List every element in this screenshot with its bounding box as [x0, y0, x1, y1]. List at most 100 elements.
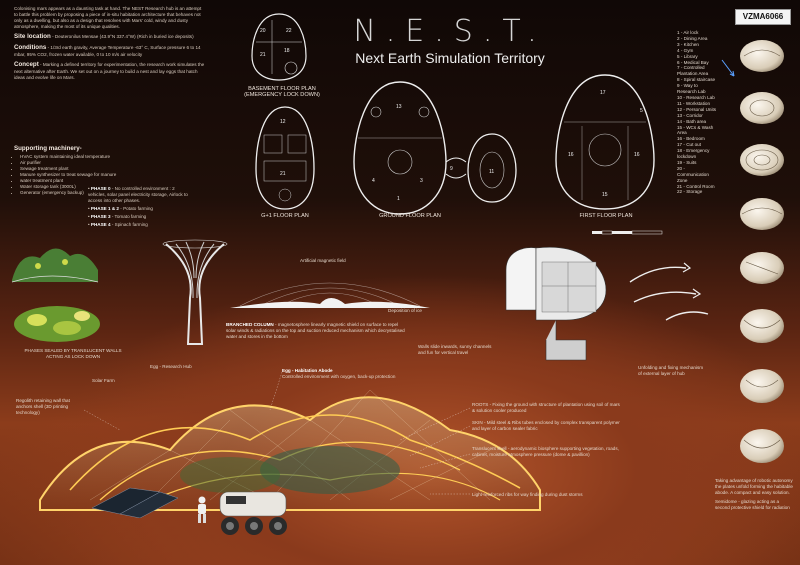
legend-item: 20 -: [677, 165, 685, 171]
roots-note: ROOTS - Fixing the ground with structure…: [472, 402, 620, 413]
legend-item: 12 - Personal Units: [677, 106, 717, 112]
translucent-note: Translucent shell - aerodynamic biospher…: [472, 446, 619, 457]
legend-item: 4 - Gym: [677, 47, 694, 53]
concept: Concept - Marking a defined territory fo…: [14, 61, 205, 80]
egg-shell-stage: [740, 369, 784, 403]
machinery-heading: Supporting machinery-: [14, 145, 82, 152]
phase-item: • PHASE 1 & 2 - Potato farming: [88, 206, 153, 211]
egg-shell-stage: [740, 198, 784, 230]
machinery-item: water treatment plant: [20, 178, 184, 184]
legend-item: 5 - Library: [677, 53, 698, 59]
scale-bar: [592, 230, 663, 235]
g1-plan: 12 21: [254, 105, 316, 211]
legend-item: 9 - Way to: [677, 83, 698, 89]
legend-item: 22 - Storage: [677, 189, 703, 195]
robotic-note: Taking advantage of robotic autonomy the…: [715, 478, 793, 495]
legend-item: Area: [677, 130, 687, 136]
first-plan: 17 16 16 15 5: [552, 72, 658, 212]
machinery-item: Manure synthesizer to treat sewage for m…: [20, 172, 184, 178]
entry-code-badge: VZMA6066: [735, 9, 791, 25]
basement-plan-label: BASEMENT FLOOR PLAN (EMERGENCY LOCK DOWN…: [244, 86, 320, 98]
egg-shell-stage: [740, 429, 784, 463]
svg-text:5: 5: [640, 108, 643, 114]
svg-text:1: 1: [397, 196, 400, 202]
phases-sealed-label: PHASES SEALED BY TRANSLUCENT WALLS ACTIN…: [24, 348, 122, 359]
phase-diagram-top: [11, 248, 99, 283]
phase-item: • PHASE 4 - Spinach farming: [88, 222, 148, 227]
egg-shell-stage: [740, 309, 784, 343]
legend-item: Plantation Area: [677, 71, 709, 77]
site-location: Site location - Deuteronilus Mensae (43.…: [14, 33, 194, 40]
branched-column-note: BRANCHED COLUMN - magnetosphere linearly…: [226, 322, 405, 339]
machinery-item: Sewage treatment plant: [20, 166, 184, 172]
first-plan-label: FIRST FLOOR PLAN: [579, 213, 633, 219]
machinery-item: Air purifier: [20, 160, 184, 166]
magnetic-field-label: Artificial magnetic field: [300, 258, 346, 263]
svg-text:21: 21: [260, 52, 266, 58]
legend-item: 2 - Dining Area: [677, 35, 708, 41]
phases-list: • PHASE 0 - No controlled environment : …: [88, 186, 190, 230]
egg-shell-stage: [740, 92, 784, 124]
legend-item: Zone: [677, 177, 688, 183]
machinery-list: Supporting machinery- HVAC system mainta…: [14, 145, 184, 196]
skin-note: SKIN - Mild steel & Ribs tubes enclosed …: [472, 420, 620, 431]
legend-item: lockdown: [677, 154, 697, 160]
egg-section-cutaway: [505, 246, 607, 361]
legend-item: 14 - Bath area: [677, 118, 707, 124]
basement-plan: 20 21 18 22: [250, 12, 308, 82]
legend-item: 7 - Controlled: [677, 65, 705, 71]
legend-item: 19 - Suits: [677, 159, 697, 165]
phase-diagram-bottom: [14, 306, 100, 342]
unfold-arrows: [629, 262, 709, 321]
svg-text:21: 21: [280, 171, 286, 177]
egg-unfold-sequence: [740, 40, 784, 463]
branched-column-diagram: [162, 239, 228, 345]
svg-text:22: 22: [286, 28, 292, 34]
phase-item: • PHASE 3 - Tomato farming: [88, 214, 147, 219]
legend-item: 11 - Workstation: [677, 100, 711, 106]
legend-item: 3 - Kitchen: [677, 41, 699, 47]
legend-item: 16 - Bedroom: [677, 136, 705, 142]
svg-text:20: 20: [260, 28, 266, 34]
egg-shell-stage: [740, 40, 784, 72]
legend-item: 1 - Air lock: [677, 30, 699, 35]
svg-text:15: 15: [602, 192, 608, 198]
egg-shell-stage: [740, 252, 784, 284]
legend-item: 18 - Emergency: [677, 148, 710, 154]
light-ribs-note: Light-reinforced ribs for way finding du…: [472, 492, 583, 497]
astronaut-figure: [198, 496, 206, 523]
solar-farm-label: Solar Farm: [92, 378, 115, 383]
svg-text:16: 16: [568, 152, 574, 158]
regolith-note: Regolith retaining wall that anchors she…: [16, 398, 70, 415]
conditions: Conditions - 1/3rd earth gravity, Averag…: [14, 44, 201, 57]
g1-plan-label: G+1 FLOOR PLAN: [261, 213, 309, 219]
rotation-arrow-icon: [721, 59, 735, 77]
page-subtitle: Next Earth Simulation Territory: [355, 50, 545, 66]
rover-vehicle: [219, 491, 287, 535]
legend-item: Research Lab: [677, 89, 706, 95]
walls-slide-note: Walls slide inwards, sunny channels and …: [418, 344, 492, 355]
svg-text:3: 3: [420, 178, 423, 184]
svg-text:11: 11: [489, 169, 494, 175]
egg-shell-stage: [740, 144, 784, 176]
machinery-item: Generator (emergency backup): [20, 190, 184, 196]
unfolding-note: Unfolding and fixing mechanism of extern…: [638, 365, 704, 376]
legend-item: 13 - Corridor: [677, 112, 703, 118]
svg-text:9: 9: [450, 166, 453, 172]
right-notes: Taking advantage of robotic autonomy the…: [715, 478, 795, 511]
room-legend: 1 - Air lock 2 - Dining Area 3 - Kitchen…: [677, 30, 733, 195]
svg-text:16: 16: [634, 152, 640, 158]
legend-item: 15 - WCs & Wash: [677, 124, 714, 130]
magnetic-field-diagram: [230, 282, 430, 308]
legend-item: 10 - Research Lab: [677, 94, 715, 100]
machinery-item: Water storage tank (3000L): [20, 184, 184, 190]
page-title: N.E.S.T.: [353, 14, 547, 49]
svg-text:4: 4: [372, 178, 375, 184]
phase-item: • PHASE 0 - No controlled environment : …: [88, 186, 188, 203]
machinery-item: HVAC system maintaining ideal temperatur…: [20, 154, 184, 160]
egg-research-label: Egg - Research Hub: [150, 364, 192, 369]
legend-item: 17 - Cut out: [677, 142, 702, 148]
ground-plan: 13 4 3 1 11 9: [350, 78, 520, 218]
